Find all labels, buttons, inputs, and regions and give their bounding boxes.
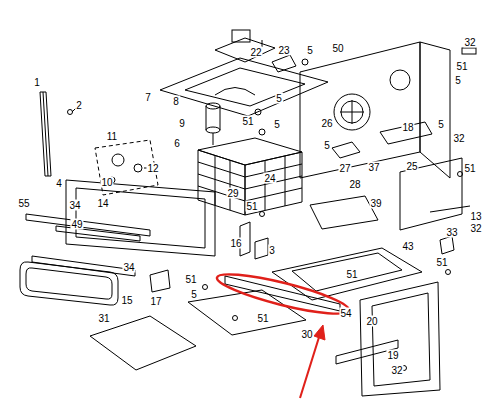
callout-number: 43	[401, 241, 414, 252]
callout-number: 5	[323, 140, 331, 151]
callout-number: 20	[365, 316, 378, 327]
callout-number: 50	[331, 43, 344, 54]
callout-number: 4	[55, 178, 63, 189]
callout-number: 51	[184, 274, 197, 285]
callout-number: 32	[390, 365, 403, 376]
callout-number: 32	[469, 223, 482, 234]
callout-number: 1	[33, 77, 41, 88]
callout-number: 19	[386, 350, 399, 361]
callout-number: 39	[369, 198, 382, 209]
callout-number: 28	[348, 179, 361, 190]
callout-number: 51	[435, 257, 448, 268]
callout-number: 22	[249, 47, 262, 58]
callout-number: 55	[17, 198, 30, 209]
callout-number: 24	[263, 173, 276, 184]
callout-number: 23	[277, 45, 290, 56]
callout-number: 30	[300, 329, 313, 340]
callout-number: 32	[452, 133, 465, 144]
callout-number: 5	[306, 45, 314, 56]
callout-number: 17	[149, 296, 162, 307]
callout-number: 25	[405, 161, 418, 172]
callout-number: 5	[275, 93, 283, 104]
callout-number: 51	[345, 269, 358, 280]
callout-number: 5	[190, 289, 198, 300]
callout-number: 9	[178, 118, 186, 129]
callout-number: 37	[367, 162, 380, 173]
callout-number: 34	[68, 200, 81, 211]
callout-number: 6	[173, 138, 181, 149]
callout-number: 14	[96, 198, 109, 209]
callout-number: 51	[455, 61, 468, 72]
callout-number: 51	[245, 201, 258, 212]
callout-number: 5	[454, 75, 462, 86]
callout-number: 27	[338, 163, 351, 174]
callout-number: 8	[172, 96, 180, 107]
callout-number: 5	[273, 119, 281, 130]
callout-number: 49	[70, 219, 83, 230]
callout-number: 29	[226, 188, 239, 199]
callout-number: 11	[106, 131, 118, 142]
callout-number: 51	[463, 163, 476, 174]
callout-number: 32	[463, 37, 476, 48]
callout-number: 5	[437, 119, 445, 130]
callout-number: 10	[100, 177, 113, 188]
callout-number: 34	[122, 262, 135, 273]
callout-number: 13	[469, 211, 482, 222]
callout-number: 54	[339, 308, 352, 319]
callout-number: 33	[445, 227, 458, 238]
callout-number: 51	[256, 313, 269, 324]
callout-number: 2	[75, 100, 83, 111]
callout-number: 7	[144, 92, 152, 103]
callout-number: 18	[401, 122, 414, 133]
callout-number: 26	[320, 118, 333, 129]
callout-number: 3	[268, 245, 276, 256]
callout-number: 16	[229, 238, 242, 249]
callout-number: 51	[241, 116, 254, 127]
callout-number: 12	[146, 163, 159, 174]
callout-number: 15	[120, 295, 133, 306]
callout-number: 31	[97, 313, 110, 324]
